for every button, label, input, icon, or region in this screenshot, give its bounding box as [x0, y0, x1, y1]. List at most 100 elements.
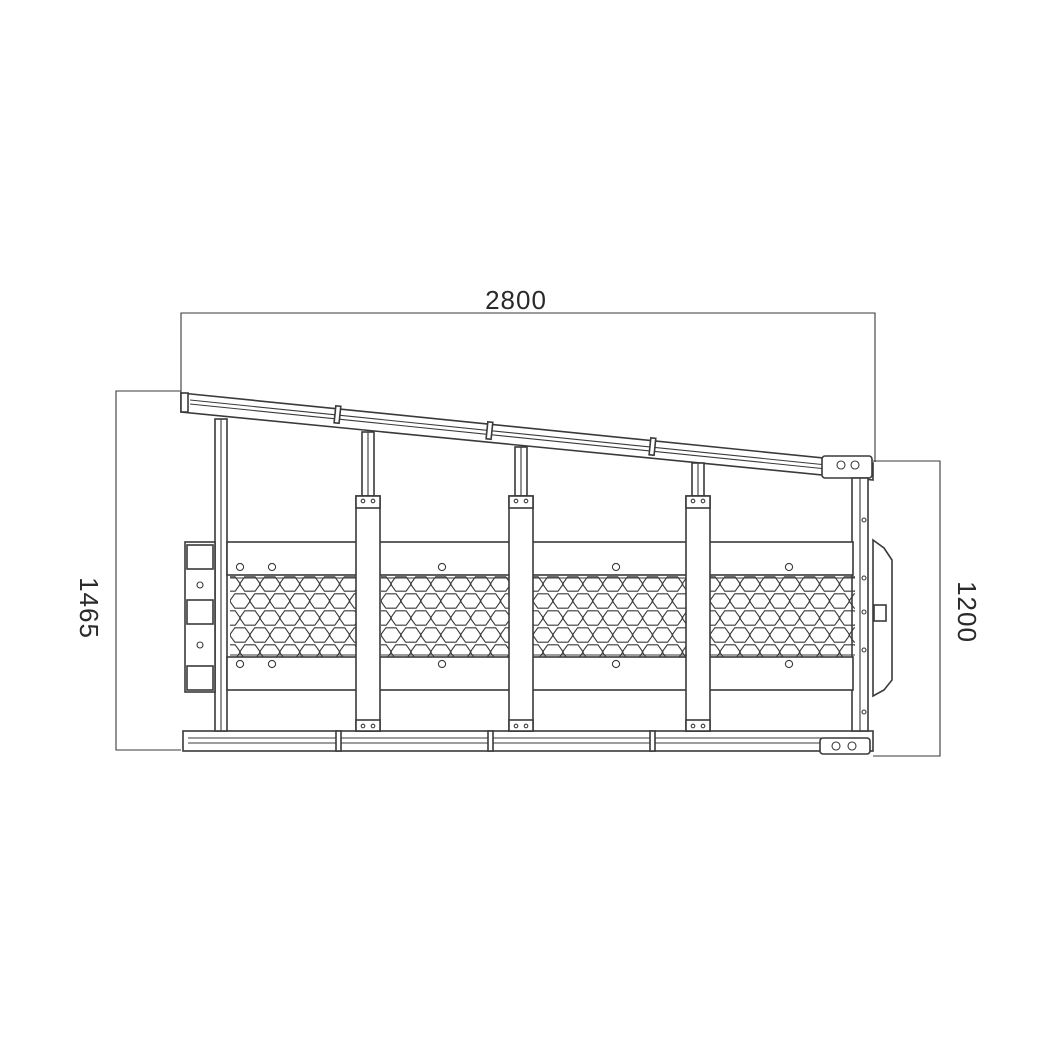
mesh-panel: [533, 576, 686, 657]
mesh-cell: [728, 593, 751, 609]
mesh-cell: [230, 593, 251, 609]
mesh-cell: [718, 644, 741, 657]
mesh-cell: [591, 627, 614, 643]
mesh-cell: [298, 576, 321, 592]
mesh-cell: [479, 593, 502, 609]
mesh-cell: [838, 576, 855, 592]
support-post: [508, 446, 534, 732]
mesh-cell: [651, 627, 674, 643]
mesh-cell: [278, 644, 301, 657]
mesh-cell: [238, 610, 261, 626]
mesh-cell: [533, 576, 545, 592]
mesh-cell: [533, 610, 545, 626]
mesh-cell: [469, 644, 492, 657]
left-bracket: [184, 541, 216, 693]
mesh-cell: [798, 610, 821, 626]
mesh-cell: [258, 644, 281, 657]
mesh-cell: [499, 627, 510, 643]
mesh-cell: [381, 610, 393, 626]
left-height-dimension: 1465: [74, 390, 181, 751]
mesh-cell: [601, 610, 624, 626]
bolt-icon: [437, 562, 447, 572]
mesh-cell: [348, 593, 356, 609]
mesh-cell: [230, 610, 241, 626]
mesh-cell: [439, 593, 462, 609]
bolt-icon: [784, 659, 794, 669]
mesh-cell: [621, 610, 644, 626]
mesh-cell: [561, 644, 584, 657]
mesh-cell: [459, 627, 482, 643]
mesh-cell: [828, 593, 851, 609]
mesh-cell: [399, 593, 422, 609]
mesh-cell: [798, 644, 821, 657]
mesh-cell: [268, 593, 291, 609]
mesh-cell: [238, 576, 261, 592]
mesh-cell: [641, 610, 664, 626]
mesh-cell: [581, 610, 604, 626]
mesh-cell: [533, 644, 545, 657]
mesh-cell: [581, 576, 604, 592]
bolt-icon: [850, 460, 860, 470]
mesh-cell: [641, 644, 664, 657]
mesh-cell: [778, 610, 801, 626]
mesh-cell: [661, 644, 684, 657]
mesh-cell: [808, 627, 831, 643]
mesh-cell: [479, 627, 502, 643]
mesh-cell: [248, 627, 271, 643]
mesh-cell: [818, 610, 841, 626]
mesh-cell: [748, 593, 771, 609]
bolt-icon: [836, 460, 846, 470]
bolt-icon: [267, 562, 277, 572]
mesh-cell: [288, 627, 311, 643]
width-dimension: 2800: [180, 285, 876, 462]
mesh-cell: [439, 627, 462, 643]
mesh-cell: [611, 593, 634, 609]
mesh-cell: [318, 644, 341, 657]
mesh-cell: [298, 610, 321, 626]
mesh-cell: [710, 644, 722, 657]
mesh-cell: [758, 644, 781, 657]
bolt-icon: [847, 741, 857, 751]
mesh-cell: [848, 593, 855, 609]
mesh-cell: [621, 576, 644, 592]
bolt-icon: [831, 741, 841, 751]
mesh-cell: [533, 593, 554, 609]
mesh-cell: [449, 644, 472, 657]
mesh-cell: [641, 576, 664, 592]
mesh-cell: [381, 627, 402, 643]
mesh-cell: [848, 627, 855, 643]
bolt-icon: [611, 562, 621, 572]
support-post: [355, 431, 381, 732]
mesh-cell: [278, 610, 301, 626]
mesh-cell: [268, 627, 291, 643]
mesh-cell: [758, 576, 781, 592]
mesh-cell: [541, 644, 564, 657]
mesh-cell: [828, 627, 851, 643]
mesh-cell: [661, 576, 684, 592]
mesh-cell: [681, 611, 686, 625]
mesh-cell: [718, 610, 741, 626]
mesh-cell: [419, 593, 442, 609]
mesh-cell: [429, 644, 452, 657]
mesh-cell: [389, 644, 412, 657]
mesh-cell: [258, 610, 281, 626]
mesh-cell: [419, 627, 442, 643]
mesh-cell: [738, 576, 761, 592]
mesh-cell: [318, 610, 341, 626]
mesh-cell: [389, 576, 412, 592]
mesh-cell: [381, 644, 393, 657]
mesh-cell: [230, 576, 241, 592]
mesh-cell: [409, 610, 432, 626]
mesh-cell: [671, 593, 686, 609]
mesh-cell: [308, 627, 331, 643]
mesh-cell: [788, 627, 811, 643]
mesh-cell: [651, 593, 674, 609]
mesh-cell: [601, 576, 624, 592]
mesh-cell: [561, 610, 584, 626]
mesh-cell: [338, 644, 356, 657]
mesh-cell: [469, 576, 492, 592]
mesh-cell: [489, 576, 510, 592]
mesh-panel: [230, 576, 356, 657]
mesh-cell: [429, 576, 452, 592]
